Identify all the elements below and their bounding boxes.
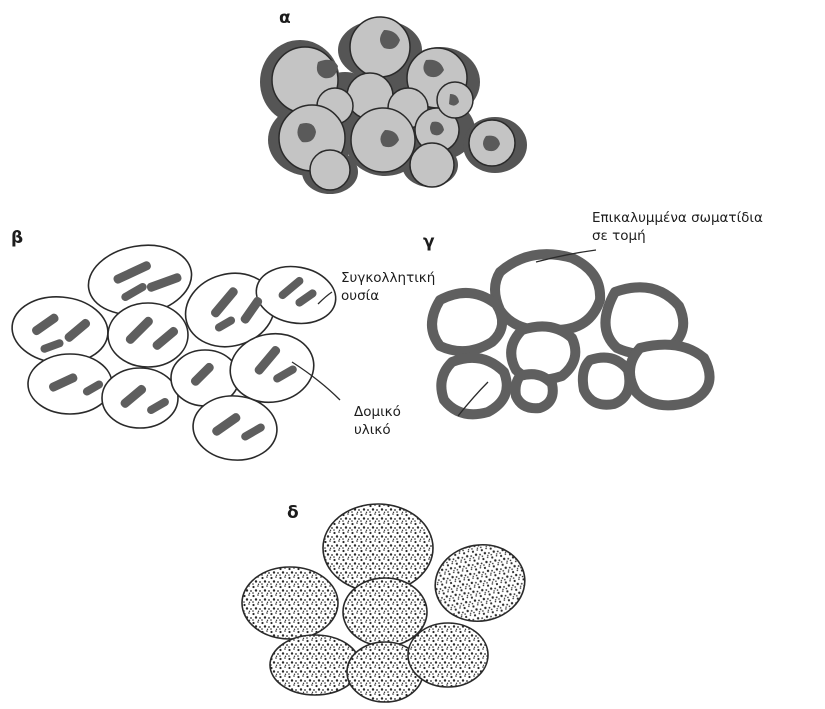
- panel-label-alpha: α: [279, 8, 291, 28]
- beta-grains: [9, 237, 340, 463]
- panel-label-beta: β: [11, 228, 23, 248]
- structural-label-line2: υλικό: [354, 421, 401, 439]
- panel-label-delta: δ: [287, 503, 299, 523]
- delta-stippled-grains: [242, 504, 531, 702]
- coated-label-line2: σε τομή: [592, 227, 763, 245]
- panel-label-gamma: γ: [423, 232, 435, 252]
- panel-delta-aggregate: [242, 504, 531, 702]
- gamma-coated-grains: [432, 254, 710, 414]
- panel-beta-aggregate: [9, 237, 340, 463]
- binder-label-line2: ουσία: [341, 287, 435, 305]
- structural-label-line1: Δομικό: [354, 403, 401, 421]
- panel-alpha-aggregate: [260, 17, 527, 194]
- structural-label: Δομικό υλικό: [354, 403, 401, 439]
- binder-label-line1: Συγκολλητική: [341, 269, 435, 287]
- panel-gamma-aggregate: [432, 250, 710, 416]
- coated-particles-label: Επικαλυμμένα σωματίδια σε τομή: [592, 209, 763, 245]
- binder-label: Συγκολλητική ουσία: [341, 269, 435, 305]
- coated-label-line1: Επικαλυμμένα σωματίδια: [592, 209, 763, 227]
